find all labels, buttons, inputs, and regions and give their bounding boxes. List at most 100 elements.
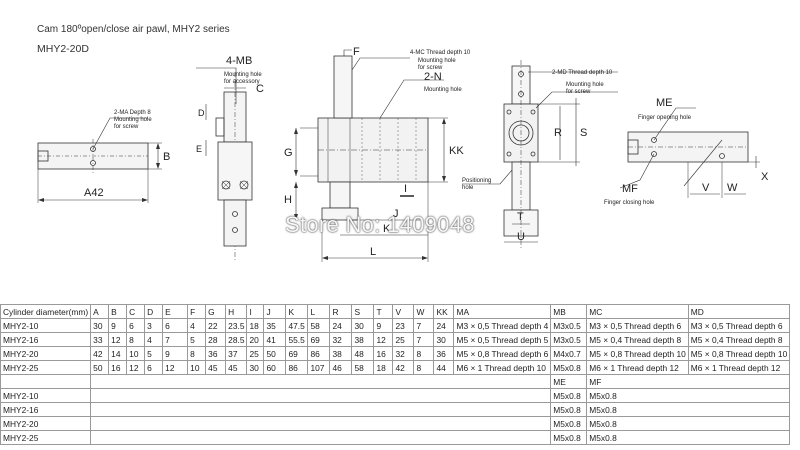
- label-h: H: [284, 194, 292, 206]
- table-cell: M6 × 1 Thread depth 12: [586, 360, 689, 375]
- label-f: F: [353, 46, 360, 58]
- table-cell: 30: [433, 332, 455, 347]
- table-cell: 8: [413, 360, 435, 375]
- table-cell: 6: [144, 360, 164, 375]
- table-header-cell: V: [392, 304, 415, 319]
- table-header-cell: A: [90, 304, 110, 319]
- table-row-model: MHY2-10: [0, 388, 92, 403]
- table-cell-me: M5x0.8: [550, 388, 588, 403]
- table-cell-mf: M5x0.8: [586, 402, 791, 417]
- table-header-cell: I: [246, 304, 265, 319]
- table-header-cell-mf: MF: [586, 374, 791, 389]
- table-cell: 69: [285, 346, 309, 361]
- table-header-cell: C: [126, 304, 146, 319]
- table-cell: 36: [433, 346, 455, 361]
- table-cell: 42: [392, 360, 415, 375]
- table-header-cell: R: [329, 304, 353, 319]
- label-c: C: [256, 83, 264, 95]
- table-cell: M5x0.8: [550, 360, 588, 375]
- table-cell: M3x0.5: [550, 318, 588, 333]
- table-cell: 23.5: [225, 318, 248, 333]
- table-cell: M5 × 0,8 Thread depth 6: [453, 346, 552, 361]
- label-u: U: [517, 231, 525, 243]
- table-cell: 45: [225, 360, 248, 375]
- table-cell: 10: [187, 360, 207, 375]
- table-header-cell: KK: [433, 304, 455, 319]
- label-ma-note1: Mounting hole: [114, 117, 152, 123]
- table-cell: 14: [108, 346, 128, 361]
- side-view-drawing: [196, 67, 253, 262]
- sheet-title: Cam 180ºopen/close air pawl, MHY2 series: [37, 24, 230, 35]
- table-cell: M6 × 1 Thread depth 10: [453, 360, 552, 375]
- label-r: R: [554, 127, 562, 139]
- table-cell: M5 × 0,8 Thread depth 10: [687, 346, 791, 361]
- table-cell: 48: [351, 346, 375, 361]
- table-cell: 10: [126, 346, 146, 361]
- table-cell-mf: M5x0.8: [586, 388, 791, 403]
- table-cell: 5: [144, 346, 164, 361]
- table-cell: 50: [90, 360, 110, 375]
- table-cell: 9: [162, 346, 189, 361]
- table-header-cell: MD: [687, 304, 791, 319]
- end-view-drawing: [37, 117, 162, 203]
- table-cell: 32: [392, 346, 415, 361]
- table-row-model: MHY2-20: [0, 346, 92, 361]
- label-j: J: [393, 208, 399, 220]
- table-cell: 42: [90, 346, 110, 361]
- table-cell-me: M5x0.8: [550, 402, 588, 417]
- table-cell: 7: [162, 332, 189, 347]
- label-k: K: [383, 223, 391, 235]
- table-cell: 25: [392, 332, 415, 347]
- table-cell: M6 × 1 Thread depth 12: [687, 360, 791, 375]
- label-md-note1: Mounting hole: [566, 82, 604, 88]
- table-cell-mf: M5x0.8: [586, 430, 791, 445]
- table-cell: 18: [373, 360, 394, 375]
- table-cell: 60: [263, 360, 287, 375]
- label-mb: 4-MB: [226, 55, 252, 67]
- technical-drawing: 2-MA Depth 8 Mounting hole for screw A42…: [37, 46, 769, 262]
- table-row-model: MHY2-20: [0, 416, 92, 431]
- table-cell: 7: [413, 318, 435, 333]
- table-header-cell: S: [351, 304, 375, 319]
- table-cell: 18: [246, 318, 265, 333]
- table-cell: 22: [205, 318, 227, 333]
- label-i: I: [404, 183, 407, 195]
- table-cell: 4: [144, 332, 164, 347]
- table-header-cell: J: [263, 304, 287, 319]
- table-cell: 46: [329, 360, 353, 375]
- label-md-note2: for screw: [566, 89, 591, 95]
- table-cell: M5 × 0,5 Thread depth 5: [453, 332, 552, 347]
- table-cell: 35: [263, 318, 287, 333]
- table-cell: 69: [307, 332, 331, 347]
- table-cell: M3 × 0,5 Thread depth 6: [687, 318, 791, 333]
- table-blank-span: [90, 374, 552, 389]
- table-cell: 9: [373, 318, 394, 333]
- label-mc: 4-MC Thread depth 10: [410, 50, 471, 56]
- table-header-cell: L: [307, 304, 331, 319]
- table-cell: 32: [329, 332, 353, 347]
- label-mf-note: Finger closing hole: [604, 200, 655, 206]
- table-header-cell: H: [225, 304, 248, 319]
- table-header-cell: Cylinder diameter(mm): [0, 304, 92, 319]
- label-d: D: [198, 108, 205, 118]
- table-cell: M3 × 0,5 Thread depth 6: [586, 318, 689, 333]
- table-cell: 36: [205, 346, 227, 361]
- table-cell: 28: [205, 332, 227, 347]
- table-blank-cell: [0, 374, 92, 389]
- table-cell: 50: [263, 346, 287, 361]
- table-cell: M5 × 0,4 Thread depth 8: [687, 332, 791, 347]
- table-cell: 8: [187, 346, 207, 361]
- label-x: X: [761, 171, 769, 183]
- table-cell: 38: [329, 346, 353, 361]
- table-cell: 4: [187, 318, 207, 333]
- label-mb-note2: for accessory: [224, 79, 260, 85]
